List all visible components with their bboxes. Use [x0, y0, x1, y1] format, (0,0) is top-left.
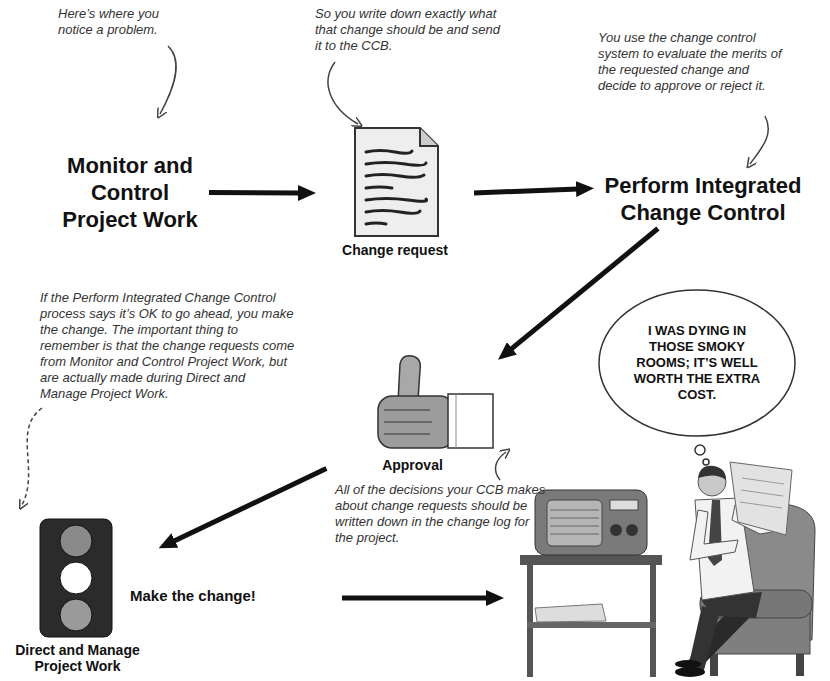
armchair: [710, 654, 718, 676]
note-pointer: [160, 46, 176, 114]
traffic-light-icon: [60, 525, 92, 557]
flow-arrow: [209, 190, 300, 196]
radio: [626, 524, 638, 536]
thought-dots: [695, 445, 705, 455]
radio: [550, 534, 599, 535]
document-icon: [420, 128, 438, 146]
radio: [535, 490, 647, 555]
document-icon: [366, 175, 424, 178]
thumbs-up-icon: [378, 396, 454, 448]
process-title: Perform Integrated Change Control: [598, 172, 808, 226]
icon-holder: [320, 120, 470, 240]
radio: [550, 526, 599, 527]
reading-man: [740, 502, 782, 508]
process-label: Perform Integrated Change Control: [598, 172, 808, 226]
reading-man: [675, 660, 701, 668]
traffic-light-icon: [40, 519, 112, 637]
note-pointer: [22, 46, 768, 505]
document-icon: [366, 211, 420, 214]
node-caption: Approval: [330, 455, 495, 473]
reading-man: [690, 510, 738, 560]
thought-bubble: I WAS DYING IN THOSE SMOKY ROOMS; IT’S W…: [597, 288, 797, 438]
document-icon: [366, 199, 427, 202]
icon-holder: [0, 515, 155, 640]
thumbs-up-icon: [330, 350, 495, 455]
bubble-outline: [599, 290, 795, 436]
radio-table: [527, 622, 656, 628]
radio: [547, 500, 602, 546]
action-label: Make the change!: [130, 587, 256, 605]
result-arrow: [342, 596, 488, 601]
thought-dots: [703, 459, 709, 465]
reading-man: [741, 490, 783, 496]
radio: [550, 510, 599, 511]
flow-arrow: [173, 469, 326, 542]
thumbs-up-icon: [398, 356, 420, 402]
flow-arrow: [474, 189, 578, 193]
process-title: Monitor and Control Project Work: [55, 152, 205, 233]
reading-man: [675, 667, 705, 677]
reading-man: [730, 462, 792, 535]
document-icon: [355, 128, 438, 236]
document-icon: [366, 187, 392, 188]
reading-man: [675, 462, 792, 677]
reading-man: [742, 478, 784, 484]
thumbs-up-icon: [384, 410, 432, 434]
handwritten-note: If the Perform Integrated Change Control…: [40, 290, 295, 402]
radio-table: [520, 555, 662, 565]
handwritten-note: All of the decisions your CCB makes abou…: [335, 482, 550, 546]
armchair: [796, 654, 804, 676]
radio: [550, 518, 599, 519]
radio: [535, 490, 647, 555]
document-icon: [366, 151, 427, 225]
document-icon: [366, 163, 426, 166]
document-node: Change request: [320, 120, 470, 258]
note-pointer: [22, 408, 42, 505]
handwritten-note: You use the change control system to eva…: [598, 30, 788, 94]
document-icon: [320, 120, 470, 240]
node-caption: Direct and Manage Project Work: [0, 640, 155, 674]
radio: [610, 524, 622, 536]
traffic-light-icon: [0, 515, 155, 640]
bubble-text-block: I WAS DYING IN THOSE SMOKY ROOMS; IT’S W…: [625, 323, 770, 403]
note-pointer: [750, 116, 768, 164]
thumbs-up-icon: [448, 394, 493, 448]
process-label: Monitor and Control Project Work: [55, 152, 205, 233]
node-caption: Change request: [320, 240, 470, 258]
radio-table: [650, 565, 656, 677]
thought-dots: [695, 445, 709, 465]
radio-table: [520, 555, 662, 677]
document-icon: [366, 223, 386, 224]
document-icon: [366, 151, 412, 154]
approval-node: Approval: [330, 350, 495, 473]
handwritten-note: So you write down exactly what that chan…: [315, 6, 510, 54]
note-pointer: [495, 452, 506, 480]
traffic-light-icon: [60, 562, 92, 594]
radio-table: [527, 565, 533, 677]
reading-man: [698, 466, 726, 480]
radio: [610, 500, 638, 510]
traffic-light-icon: [60, 599, 92, 631]
thought-text: I WAS DYING IN THOSE SMOKY ROOMS; IT’S W…: [625, 323, 770, 403]
icon-holder: [330, 350, 495, 455]
thumbs-up-icon: [456, 394, 457, 448]
radio-table: [535, 604, 606, 622]
handwritten-note: Here’s where you notice a problem.: [58, 6, 188, 38]
note-pointer: [328, 62, 358, 124]
